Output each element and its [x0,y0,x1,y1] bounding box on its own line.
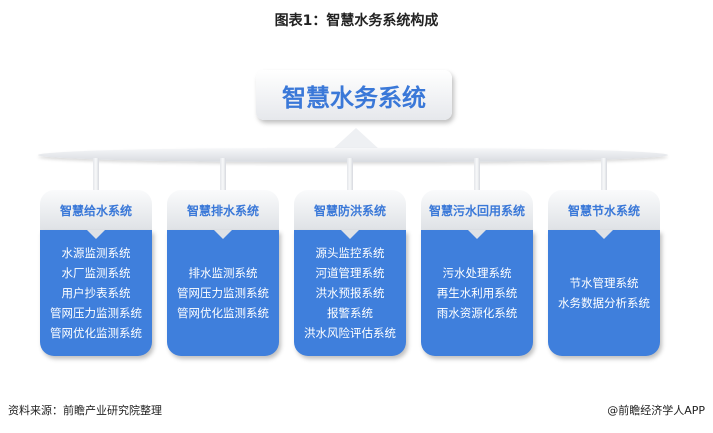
subsystem-item: 排水监测系统 [188,266,258,280]
subsystem-item: 管网优化监测系统 [177,306,269,320]
connector-bar [38,148,668,162]
subsystem-header: 智慧给水系统 [40,190,152,230]
connector-triangle [332,128,380,150]
subsystem-body: 排水监测系统管网压力监测系统管网优化监测系统 [167,230,279,356]
subsystem-header: 智慧污水回用系统 [421,190,533,230]
subsystem-item: 再生水利用系统 [436,286,518,300]
subsystem-item: 雨水资源化系统 [436,306,518,320]
subsystem-header: 智慧防洪系统 [294,190,406,230]
subsystem-column: 智慧给水系统水源监测系统水厂监测系统用户抄表系统管网压力监测系统管网优化监测系统 [40,190,152,356]
subsystem-item: 用户抄表系统 [61,286,131,300]
connector-line [474,158,480,196]
subsystem-body: 源头监控系统河道管理系统洪水预报系统报警系统洪水风险评估系统 [294,230,406,356]
brand-credit: @前瞻经济学人APP [607,404,705,417]
figure-title: 图表1：智慧水务系统构成 [274,13,439,29]
subsystem-column: 智慧污水回用系统污水处理系统再生水利用系统雨水资源化系统 [421,190,533,356]
connector-line [347,158,353,196]
subsystem-item: 管网压力监测系统 [50,306,142,320]
subsystem-item: 污水处理系统 [442,266,512,280]
connector-line [601,158,607,196]
subsystem-item: 水源监测系统 [61,246,131,260]
subsystem-item: 管网优化监测系统 [50,326,142,340]
subsystem-column: 智慧排水系统排水监测系统管网压力监测系统管网优化监测系统 [167,190,279,356]
subsystem-item: 源头监控系统 [315,246,385,260]
subsystem-item: 报警系统 [327,306,373,320]
subsystem-header: 智慧排水系统 [167,190,279,230]
subsystem-body: 污水处理系统再生水利用系统雨水资源化系统 [421,230,533,356]
subsystem-header: 智慧节水系统 [548,190,660,230]
root-node: 智慧水务系统 [256,70,452,120]
subsystem-body: 水源监测系统水厂监测系统用户抄表系统管网压力监测系统管网优化监测系统 [40,230,152,356]
subsystem-body: 节水管理系统水务数据分析系统 [548,230,660,356]
subsystem-item: 节水管理系统 [569,276,639,290]
source-note: 资料来源：前瞻产业研究院整理 [8,404,162,417]
subsystem-column: 智慧防洪系统源头监控系统河道管理系统洪水预报系统报警系统洪水风险评估系统 [294,190,406,356]
connector-line [220,158,226,196]
subsystem-item: 洪水风险评估系统 [304,326,396,340]
subsystem-item: 水厂监测系统 [61,266,131,280]
connector-line [93,158,99,196]
subsystem-item: 河道管理系统 [315,266,385,280]
subsystem-column: 智慧节水系统节水管理系统水务数据分析系统 [548,190,660,356]
subsystem-item: 洪水预报系统 [315,286,385,300]
subsystem-item: 管网压力监测系统 [177,286,269,300]
subsystem-item: 水务数据分析系统 [558,296,650,310]
